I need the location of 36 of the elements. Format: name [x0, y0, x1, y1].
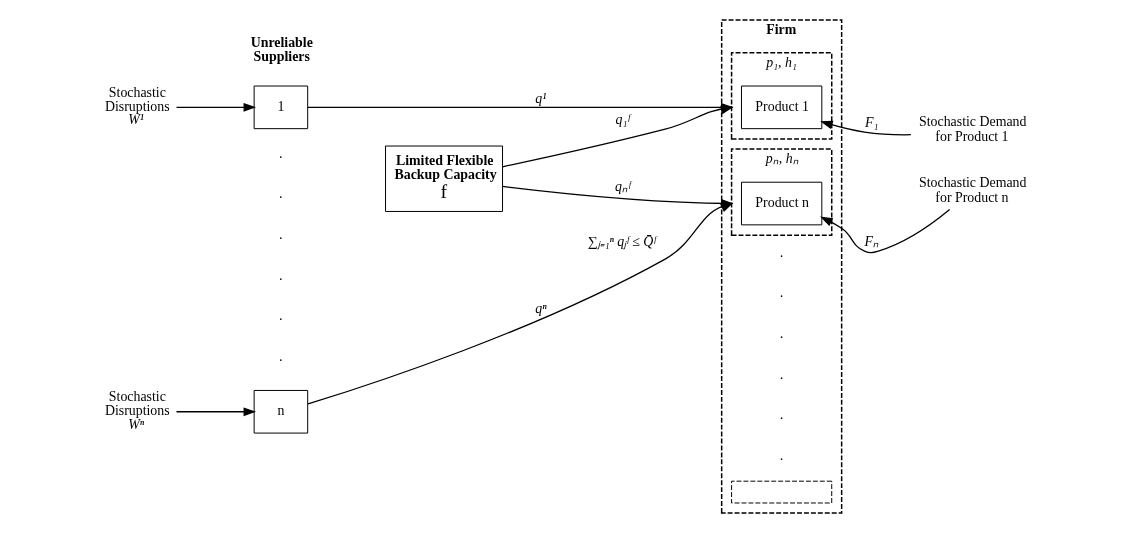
- label: ·: [779, 370, 784, 386]
- arrow: [501, 185, 734, 208]
- label: Unreliable Suppliers: [250, 35, 313, 64]
- arrow: [175, 102, 257, 112]
- node-text: Stochastic Disruptions: [104, 389, 170, 418]
- edge-label: F₁: [864, 115, 879, 131]
- node-box: 1: [253, 85, 309, 130]
- edge-label: qⁿ: [535, 300, 547, 316]
- arrow: [820, 120, 912, 136]
- label: ·: [779, 330, 784, 346]
- node-box: Product n: [741, 181, 823, 226]
- node-text: Stochastic Demand for Product 1: [918, 114, 1027, 145]
- edge-label: qₙᶠ: [615, 178, 631, 194]
- label: ·: [278, 271, 284, 287]
- edge-label: q₁ᶠ: [615, 112, 630, 128]
- label: ·: [278, 230, 284, 246]
- label: ∑ⱼ₌₁ⁿ qⱼᶠ ≤ Q̄ᶠ: [587, 233, 656, 249]
- node-box: n: [253, 389, 309, 434]
- label: ·: [278, 190, 284, 206]
- label: ·: [779, 248, 784, 264]
- label: ·: [779, 452, 784, 468]
- node-box: [731, 480, 833, 504]
- label: ·: [278, 352, 284, 368]
- node-box: Limited Flexible Backup Capacity f: [385, 145, 504, 212]
- arrow: [175, 407, 257, 417]
- node-text: Stochastic Disruptions: [104, 84, 170, 114]
- label: ·: [278, 312, 284, 328]
- arrow: [502, 105, 734, 168]
- label: ·: [779, 411, 784, 427]
- label: ·: [278, 149, 284, 165]
- edge-label: Fₙ: [864, 234, 879, 250]
- node-box: Product 1: [741, 85, 823, 130]
- node-text: Stochastic Demand for Product n: [918, 174, 1027, 205]
- arrow: [820, 208, 951, 254]
- label: ·: [779, 289, 784, 305]
- edge-label: q¹: [535, 90, 547, 106]
